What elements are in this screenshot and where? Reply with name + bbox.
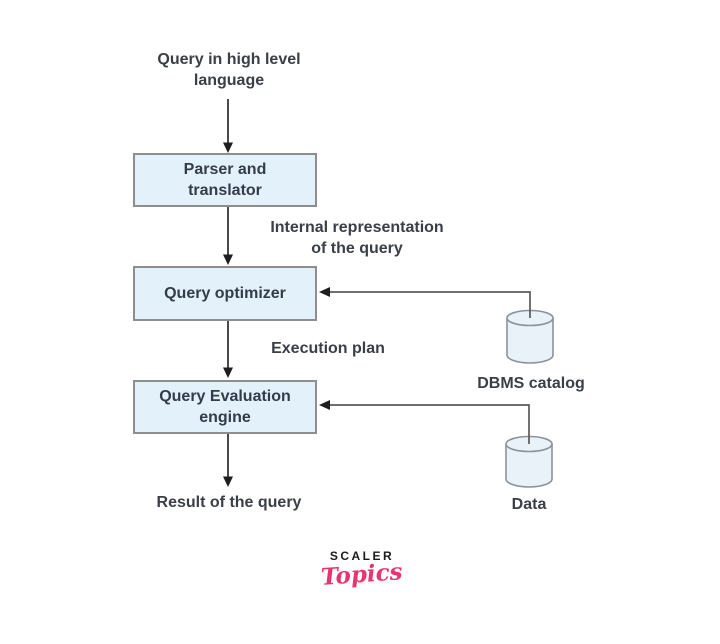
arrow-data-to-engine [319, 400, 530, 444]
edge-label-internal-representation: Internal representation of the query [270, 219, 444, 257]
arrow-engine-to-result [223, 434, 233, 487]
node-optimizer-label: Query optimizer [164, 285, 286, 302]
node-parser-translator: Parser and translator [133, 153, 317, 207]
data-cylinder-icon [505, 435, 553, 488]
arrow-catalog-to-optimizer [319, 287, 531, 318]
logo-wordmark-text: Topics [320, 558, 404, 591]
node-query-optimizer: Query optimizer [133, 266, 317, 321]
node-engine-label: Query Evaluation engine [159, 388, 291, 426]
datastore-catalog-label: DBMS catalog [477, 375, 585, 392]
logo-brand-text: SCALER [329, 549, 395, 563]
arrow-parser-to-optimizer [223, 207, 233, 265]
arrow-optimizer-to-engine [223, 321, 233, 378]
datastore-data-label: Data [511, 496, 547, 513]
scaler-topics-logo: SCALER Topics [300, 549, 424, 591]
edge-label-execution-plan: Execution plan [271, 340, 385, 357]
source-label: Query in high level language [157, 51, 301, 89]
dbms-catalog-cylinder-icon [506, 309, 554, 364]
sink-label: Result of the query [156, 494, 302, 511]
node-query-evaluation-engine: Query Evaluation engine [133, 380, 317, 434]
arrow-source-to-parser [223, 99, 233, 153]
node-parser-label: Parser and translator [183, 161, 267, 199]
